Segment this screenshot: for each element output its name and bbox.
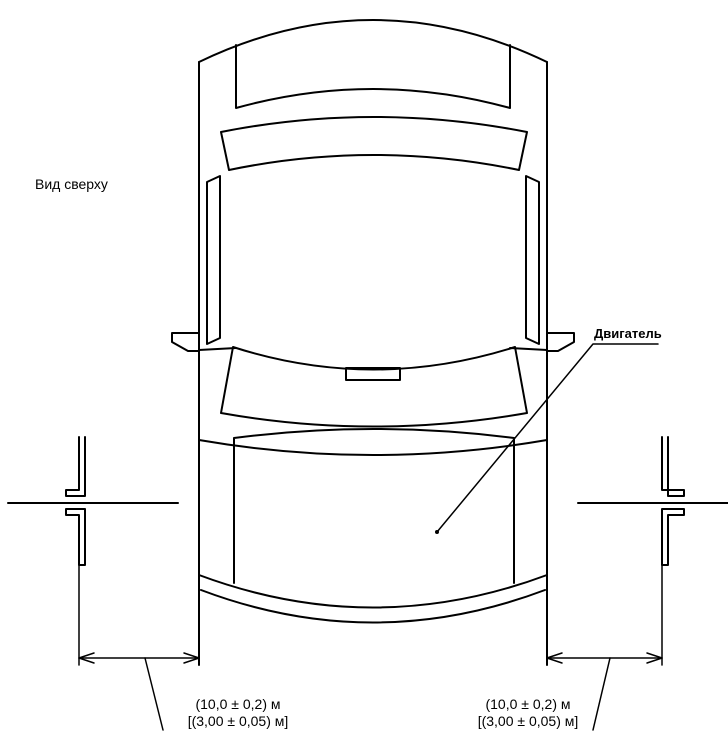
right-marker (578, 437, 728, 665)
view-label: Вид сверху (35, 176, 108, 192)
car-body (199, 20, 547, 665)
left-dimension-line2: [(3,00 ± 0,05) м] (187, 713, 289, 729)
right-dimension-line (547, 653, 662, 730)
engine-leader-line (437, 344, 658, 532)
hood-outline (199, 440, 547, 455)
car-front-bumper (199, 575, 547, 623)
engine-point (435, 530, 439, 534)
left-side-window (207, 176, 220, 344)
left-dimension-label: (10,0 ± 0,2) м [(3,00 ± 0,05) м] (153, 696, 323, 730)
left-dimension-line (79, 653, 199, 730)
left-dimension-line1: (10,0 ± 0,2) м (195, 696, 281, 712)
right-mirror (547, 333, 574, 351)
wiper-box (346, 368, 400, 380)
car-front-roof (199, 20, 547, 62)
engine-label: Двигатель (594, 326, 662, 341)
car-front-roof-inner (236, 45, 510, 108)
front-windshield (221, 347, 527, 427)
right-dimension-label: (10,0 ± 0,2) м [(3,00 ± 0,05) м] (443, 696, 613, 730)
rear-windshield (221, 117, 527, 170)
left-marker (8, 437, 178, 665)
left-mirror (172, 333, 199, 351)
right-dimension-line1: (10,0 ± 0,2) м (485, 696, 571, 712)
right-side-window (526, 176, 539, 344)
right-dimension-line2: [(3,00 ± 0,05) м] (477, 713, 579, 729)
hood-panel (234, 429, 514, 583)
left-a-pillar (199, 348, 236, 350)
